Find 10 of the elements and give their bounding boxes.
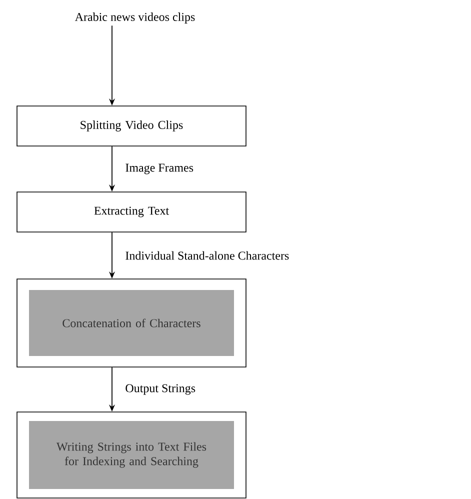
shaded-process-box: Concatenation of Characters <box>29 290 234 356</box>
edge-label: Output Strings <box>126 384 196 395</box>
shaded-process-box: Writing Strings into Text Files for Indexing and Searching <box>29 421 234 489</box>
edge-label: Image Frames <box>126 164 194 174</box>
container-box <box>16 278 246 368</box>
container-box <box>16 412 246 498</box>
edge-label: Individual Stand-alone Characters <box>126 251 289 260</box>
process-box: Extracting Text <box>16 192 246 232</box>
source-label: Arabic news videos clips <box>74 12 195 24</box>
process-box: Splitting Video Clips <box>16 106 246 146</box>
